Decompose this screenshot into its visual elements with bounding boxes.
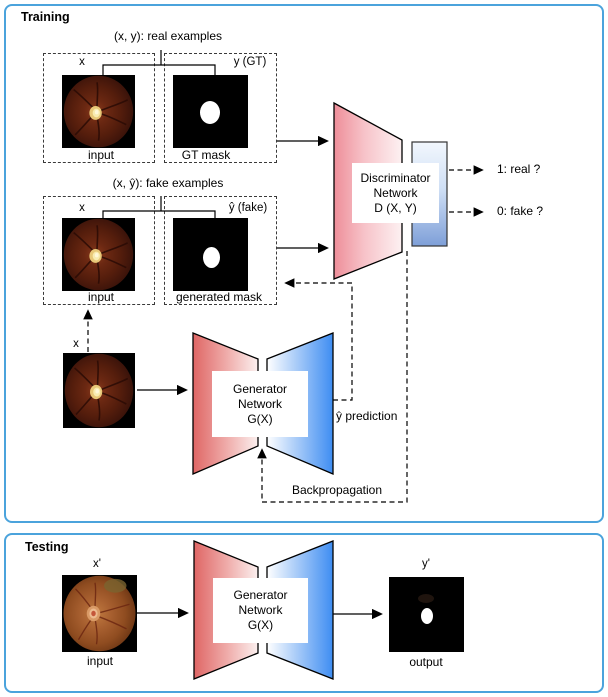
testing-input-tag: x' bbox=[93, 558, 101, 570]
testing-generator-label-line3: G(X) bbox=[247, 618, 274, 632]
prediction-label: ŷ prediction bbox=[336, 409, 398, 423]
fake-output-label: 0: fake ? bbox=[497, 204, 544, 218]
fake-pair-label: (x, ŷ): fake examples bbox=[112, 176, 224, 190]
testing-generator-label-line1: Generator bbox=[233, 588, 288, 602]
output-mask-image bbox=[389, 577, 464, 652]
generator-input-tag: x bbox=[73, 338, 79, 350]
backprop-label: Backpropagation bbox=[291, 483, 383, 497]
gt-mask-blob bbox=[200, 101, 220, 124]
generator-label-line3: G(X) bbox=[247, 411, 273, 426]
discriminator-label-box: Discriminator Network D (X, Y) bbox=[352, 163, 439, 223]
testing-generator-label-line2: Network bbox=[238, 603, 283, 617]
fundus-image-testing-input bbox=[62, 575, 137, 652]
generator-label-line1: Generator bbox=[232, 381, 288, 396]
discriminator-label-line3: D (X, Y) bbox=[374, 200, 417, 215]
fake-input-dashed-box bbox=[43, 196, 155, 305]
real-mask-tag: y (GT) bbox=[233, 56, 267, 68]
generator-label-line2: Network bbox=[237, 396, 282, 411]
testing-generator-label-box: Generator Network G(X) bbox=[213, 578, 308, 643]
testing-title: Testing bbox=[25, 540, 69, 554]
fake-input-caption: input bbox=[87, 290, 115, 304]
fake-mask-caption: generated mask bbox=[175, 290, 263, 304]
testing-output-caption: output bbox=[409, 655, 443, 669]
real-output-label: 1: real ? bbox=[497, 162, 541, 176]
generated-mask-image bbox=[173, 218, 248, 291]
real-input-tag: x bbox=[79, 56, 85, 68]
fundus-image-real-input bbox=[62, 75, 135, 148]
training-title: Training bbox=[21, 10, 70, 24]
fake-mask-dashed-box bbox=[164, 196, 277, 305]
generated-mask-blob bbox=[203, 247, 220, 268]
generator-label-box: Generator Network G(X) bbox=[212, 371, 308, 437]
real-input-caption: input bbox=[87, 148, 115, 162]
real-input-dashed-box bbox=[43, 53, 155, 163]
real-mask-caption: GT mask bbox=[181, 148, 231, 162]
fake-mask-tag: ŷ (fake) bbox=[228, 202, 268, 214]
real-mask-dashed-box bbox=[164, 53, 277, 163]
gt-mask-image bbox=[173, 75, 248, 148]
fundus-image-fake-input bbox=[62, 218, 135, 291]
testing-output-tag: y' bbox=[422, 558, 430, 570]
output-mask-artifact bbox=[418, 594, 434, 603]
output-mask-blob bbox=[421, 608, 433, 624]
real-pair-label: (x, y): real examples bbox=[113, 29, 223, 43]
fake-input-tag: x bbox=[79, 202, 85, 214]
discriminator-label-line1: Discriminator bbox=[360, 170, 431, 185]
discriminator-label-line2: Network bbox=[373, 185, 418, 200]
fundus-image-generator-input bbox=[63, 353, 135, 428]
testing-input-caption: input bbox=[86, 654, 114, 668]
